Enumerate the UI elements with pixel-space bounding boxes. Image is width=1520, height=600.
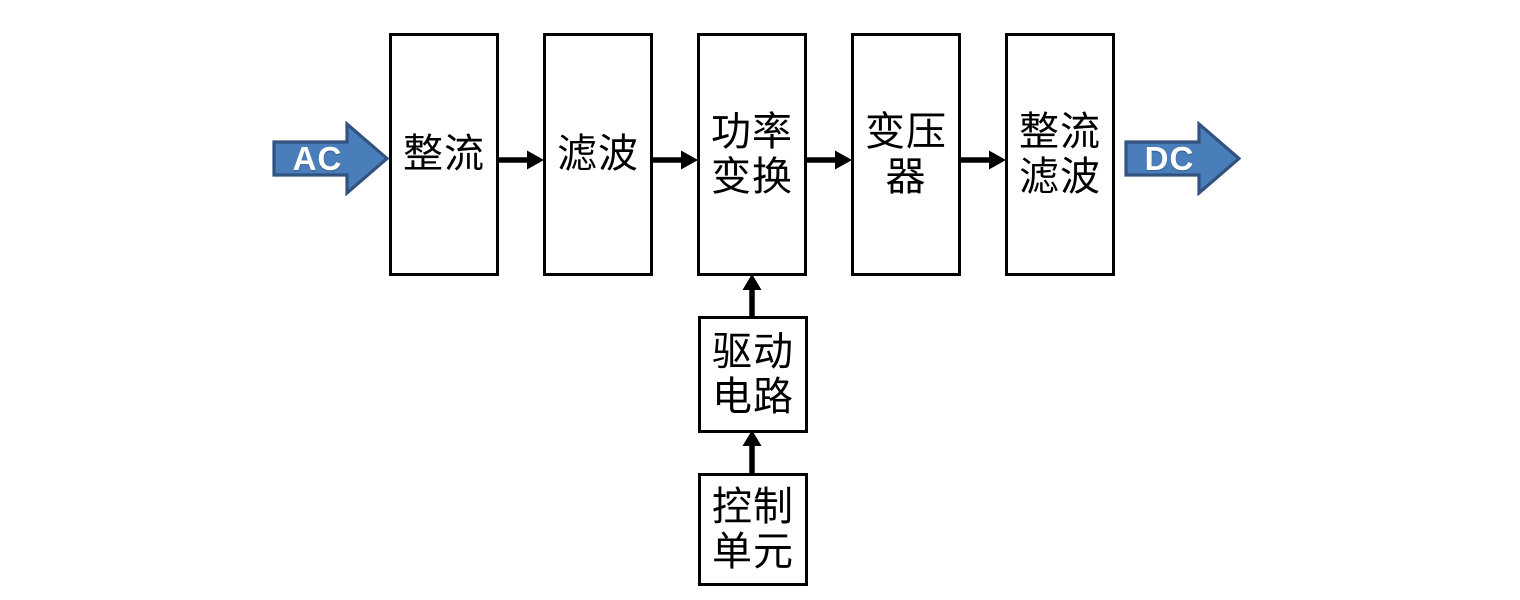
arrow-control-unit-to-drive-circuit — [739, 430, 765, 474]
block-rectifier-filter-label: 整流 滤波 — [1019, 108, 1101, 200]
arrow-transformer-to-rectifier-filter — [961, 147, 1006, 173]
block-rectifier-label: 整流 — [403, 131, 485, 178]
block-filter[interactable]: 滤波 — [543, 33, 653, 276]
block-control-unit[interactable]: 控制 单元 — [698, 473, 808, 586]
block-transformer[interactable]: 变压 器 — [851, 33, 961, 276]
arrow-filter-to-power-conversion — [653, 147, 698, 173]
block-control-unit-label: 控制 单元 — [712, 483, 794, 575]
block-rectifier[interactable]: 整流 — [389, 33, 499, 276]
block-transformer-label: 变压 器 — [865, 108, 947, 200]
dc-output-arrow: DC — [1124, 121, 1241, 196]
block-drive-circuit[interactable]: 驱动 电路 — [698, 316, 808, 433]
arrow-power-conversion-to-transformer — [807, 147, 852, 173]
block-rectifier-filter[interactable]: 整流 滤波 — [1005, 33, 1115, 276]
block-filter-label: 滤波 — [557, 131, 639, 178]
block-power-conversion-label: 功率 变换 — [711, 108, 793, 200]
arrow-drive-circuit-to-power-conversion — [739, 274, 765, 318]
ac-input-arrow: AC — [272, 121, 389, 196]
block-drive-circuit-label: 驱动 电路 — [712, 328, 794, 420]
block-power-conversion[interactable]: 功率 变换 — [697, 33, 807, 276]
arrow-rectifier-to-filter — [499, 147, 544, 173]
